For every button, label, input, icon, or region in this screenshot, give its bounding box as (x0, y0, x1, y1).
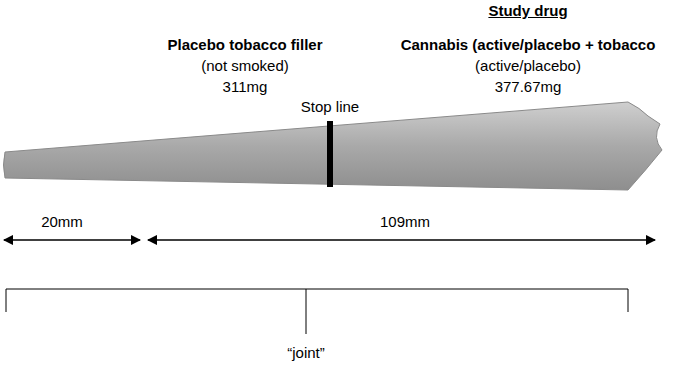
part-label: Stop line (301, 98, 359, 116)
bracket-label: “joint” (287, 344, 325, 362)
bracket-tick (306, 289, 307, 334)
heading: Study drug (488, 2, 567, 20)
joint-body (4, 102, 663, 190)
dimension-arrow (148, 239, 655, 241)
dimension-arrow (4, 239, 140, 241)
stop-line (327, 121, 333, 187)
weight-value: 377.67mg (495, 78, 562, 96)
note: (active/placebo) (475, 57, 581, 75)
dimension: 109mm (380, 213, 430, 231)
weight-value: 311mg (223, 78, 268, 96)
note: (not smoked) (201, 57, 289, 75)
section-label: Placebo tobacco filler (167, 36, 322, 54)
section-label: Cannabis (active/placebo + tobacco (401, 36, 656, 54)
dimension: 20mm (41, 213, 83, 231)
bracket (6, 289, 628, 312)
